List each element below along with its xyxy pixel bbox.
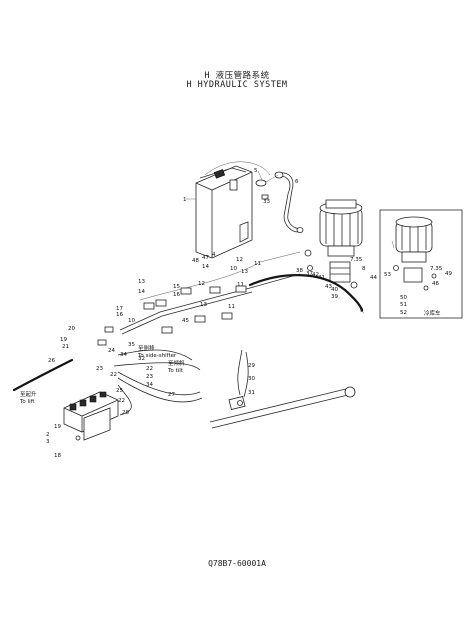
callout-8: 8	[362, 266, 366, 272]
callout-42: 42	[312, 272, 319, 278]
callout-14: 14	[202, 264, 209, 270]
callout-33: 33	[263, 199, 270, 205]
callout-12b: 12	[198, 281, 205, 287]
callout-40: 40	[331, 287, 338, 293]
callout-22b: 22	[146, 366, 153, 372]
callout-29: 29	[248, 363, 255, 369]
callout-2: 2	[46, 432, 50, 438]
tilt-cylinder	[209, 386, 356, 429]
callout-10b: 10	[128, 318, 135, 324]
callout-28: 28	[122, 410, 129, 416]
callout-11b: 11	[237, 282, 244, 288]
note-to-lift-en: To lift	[19, 399, 35, 405]
hydraulic-tank	[195, 161, 271, 259]
callout-50: 50	[400, 295, 407, 301]
callout-25: 25	[116, 388, 123, 394]
callout-4: 4	[212, 252, 216, 258]
callout-22: 22	[110, 372, 117, 378]
suction-hose	[255, 171, 304, 233]
callout-21: 21	[62, 344, 69, 350]
callout-35: 35	[128, 342, 135, 348]
title-chinese: H 液压管路系统	[204, 71, 270, 81]
callout-16b: 16	[116, 312, 123, 318]
callout-47: 47	[202, 255, 209, 261]
callout-14b: 14	[138, 289, 145, 295]
callout-27: 27	[168, 392, 175, 398]
pipe-clamps	[97, 285, 247, 346]
note-to-tilt-cn: 至倾斜	[168, 359, 185, 367]
callout-22c: 22	[118, 398, 125, 404]
note-to-side-shifter-cn: 至侧移	[138, 344, 155, 352]
callout-30: 30	[248, 376, 255, 382]
callout-23: 23	[96, 366, 103, 372]
callout-45: 45	[182, 318, 189, 324]
drawing-code: Q78B7-60001A	[208, 559, 266, 568]
callout-5: 5	[254, 168, 258, 174]
callout-18: 18	[54, 453, 61, 459]
control-valve	[63, 391, 119, 441]
callout-41: 41	[318, 275, 325, 281]
callout-13b: 13	[138, 279, 145, 285]
callout-51: 51	[400, 302, 407, 308]
callout-1: 1	[183, 197, 187, 203]
callout-34b: 34	[146, 382, 153, 388]
callout-6: 6	[295, 179, 299, 185]
callout-39: 39	[331, 294, 338, 300]
note-to-side-shifter-en: To side-shifter	[137, 353, 177, 359]
callout-19: 19	[60, 337, 67, 343]
callout-leaders	[186, 170, 395, 314]
pump-motor	[304, 199, 363, 289]
callout-37: 37	[306, 271, 313, 277]
callout-numbers: 1 5 6 33 4 47 48 12 14 10 11 13 7.35 38 …	[46, 168, 452, 459]
callout-11: 11	[254, 261, 261, 267]
callout-17: 17	[116, 306, 123, 312]
callout-10: 10	[230, 266, 237, 272]
callout-44: 44	[370, 275, 377, 281]
callout-43: 43	[325, 284, 332, 290]
callout-23b: 23	[146, 374, 153, 380]
callout-13c: 13	[200, 302, 207, 308]
callout-12: 12	[236, 257, 243, 263]
callout-38: 38	[296, 268, 303, 274]
callout-20: 20	[68, 326, 75, 332]
callout-24: 24	[108, 348, 115, 354]
callout-11c: 11	[228, 304, 235, 310]
callout-49: 49	[445, 271, 452, 277]
callout-16: 16	[173, 292, 180, 298]
hydraulic-hoses	[12, 251, 364, 416]
callout-13: 13	[241, 269, 248, 275]
cold-store-inset	[379, 209, 463, 319]
callout-9: 9	[360, 308, 364, 314]
callout-53: 53	[384, 272, 391, 278]
callout-15: 15	[173, 284, 180, 290]
note-cold-store: 冷库车	[424, 309, 441, 317]
callout-3: 3	[46, 439, 50, 445]
callout-26: 26	[48, 358, 55, 364]
callout-7.35-inset: 7.35	[430, 266, 443, 272]
callout-46: 46	[432, 281, 439, 287]
callout-52: 52	[400, 310, 407, 316]
note-to-tilt-en: To tilt	[167, 368, 184, 374]
callout-7.35: 7.35	[350, 257, 363, 263]
callout-34: 34	[120, 352, 127, 358]
title-english: H HYDRAULIC SYSTEM	[186, 80, 288, 90]
note-to-lift-cn: 至起升	[20, 390, 37, 398]
callout-31: 31	[248, 390, 255, 396]
callout-19b: 19	[54, 424, 61, 430]
callout-48: 48	[192, 258, 199, 264]
callout-32: 32	[138, 356, 145, 362]
destination-notes: 至起升 To lift 至侧移 To side-shifter 至倾斜 To t…	[19, 309, 441, 405]
